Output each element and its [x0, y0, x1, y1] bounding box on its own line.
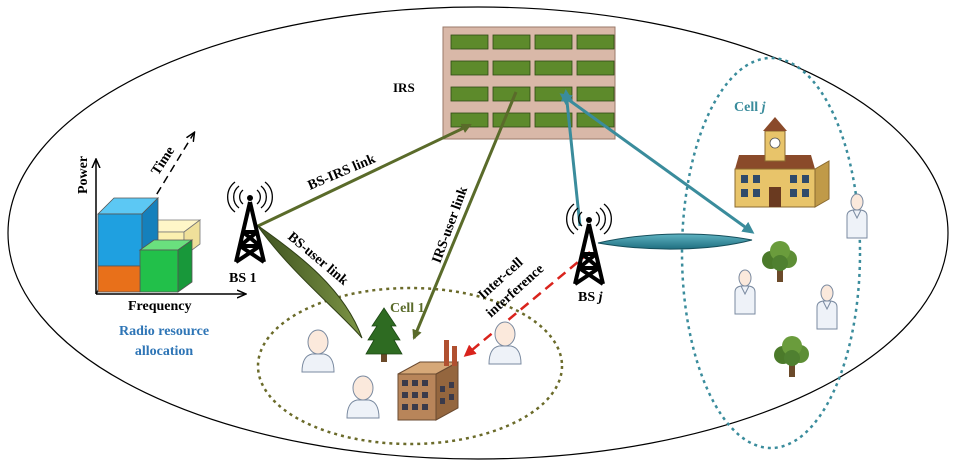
irs-reflecting-element — [534, 112, 573, 128]
bsj-user-link-beam — [597, 233, 753, 250]
cellj-tree-icon — [762, 241, 797, 282]
inter-cell-interference-arrow — [463, 251, 591, 357]
pine-tree-icon — [365, 307, 403, 362]
cellj-user-icon — [846, 193, 868, 239]
cellj-tree-icon — [774, 336, 809, 377]
cell-j-label: Cell j — [734, 100, 766, 115]
cellj-user-icon — [816, 284, 838, 330]
irs-reflecting-element — [492, 60, 531, 76]
bs-user-link-beam — [256, 224, 363, 339]
cell1-user-icon — [346, 375, 380, 419]
irs-reflecting-element — [450, 34, 489, 50]
irs-label: IRS — [393, 80, 415, 95]
irs-reflecting-element — [576, 60, 615, 76]
bs-irs-link — [257, 123, 472, 228]
outer-coverage-ellipse — [7, 6, 949, 460]
axis-time-label: Time — [149, 144, 178, 178]
irs-reflecting-element — [534, 60, 573, 76]
factory-icon — [397, 340, 459, 421]
cellj-user-icon — [734, 269, 756, 315]
resource-allocation-chart — [96, 133, 245, 294]
rra-label-line1: Radio resource — [119, 324, 209, 339]
school-building-icon — [734, 117, 830, 208]
irs-reflecting-element — [492, 112, 531, 128]
irs-reflecting-element — [450, 60, 489, 76]
irs-user-link — [412, 91, 518, 340]
irs-cellj-user-link — [559, 93, 755, 234]
cell-j-boundary — [680, 56, 862, 450]
axis-power-label: Power — [76, 156, 91, 194]
irs-reflecting-element — [576, 86, 615, 102]
axis-frequency-label: Frequency — [128, 299, 192, 314]
irs-panel — [442, 26, 616, 140]
irs-reflecting-element — [450, 86, 489, 102]
rra-label-line2: allocation — [135, 344, 194, 359]
irs-reflecting-element — [576, 34, 615, 50]
cell-1-label: Cell 1 — [390, 301, 425, 316]
bsj-label: BS j — [578, 290, 603, 305]
cell-1-boundary — [256, 286, 564, 446]
bs1-label: BS 1 — [229, 271, 257, 286]
irs-reflecting-element — [492, 86, 531, 102]
cell1-user-icon — [301, 329, 335, 373]
irs-reflecting-element — [534, 34, 573, 50]
cell1-user-icon — [488, 321, 522, 365]
irs-reflecting-element — [492, 34, 531, 50]
